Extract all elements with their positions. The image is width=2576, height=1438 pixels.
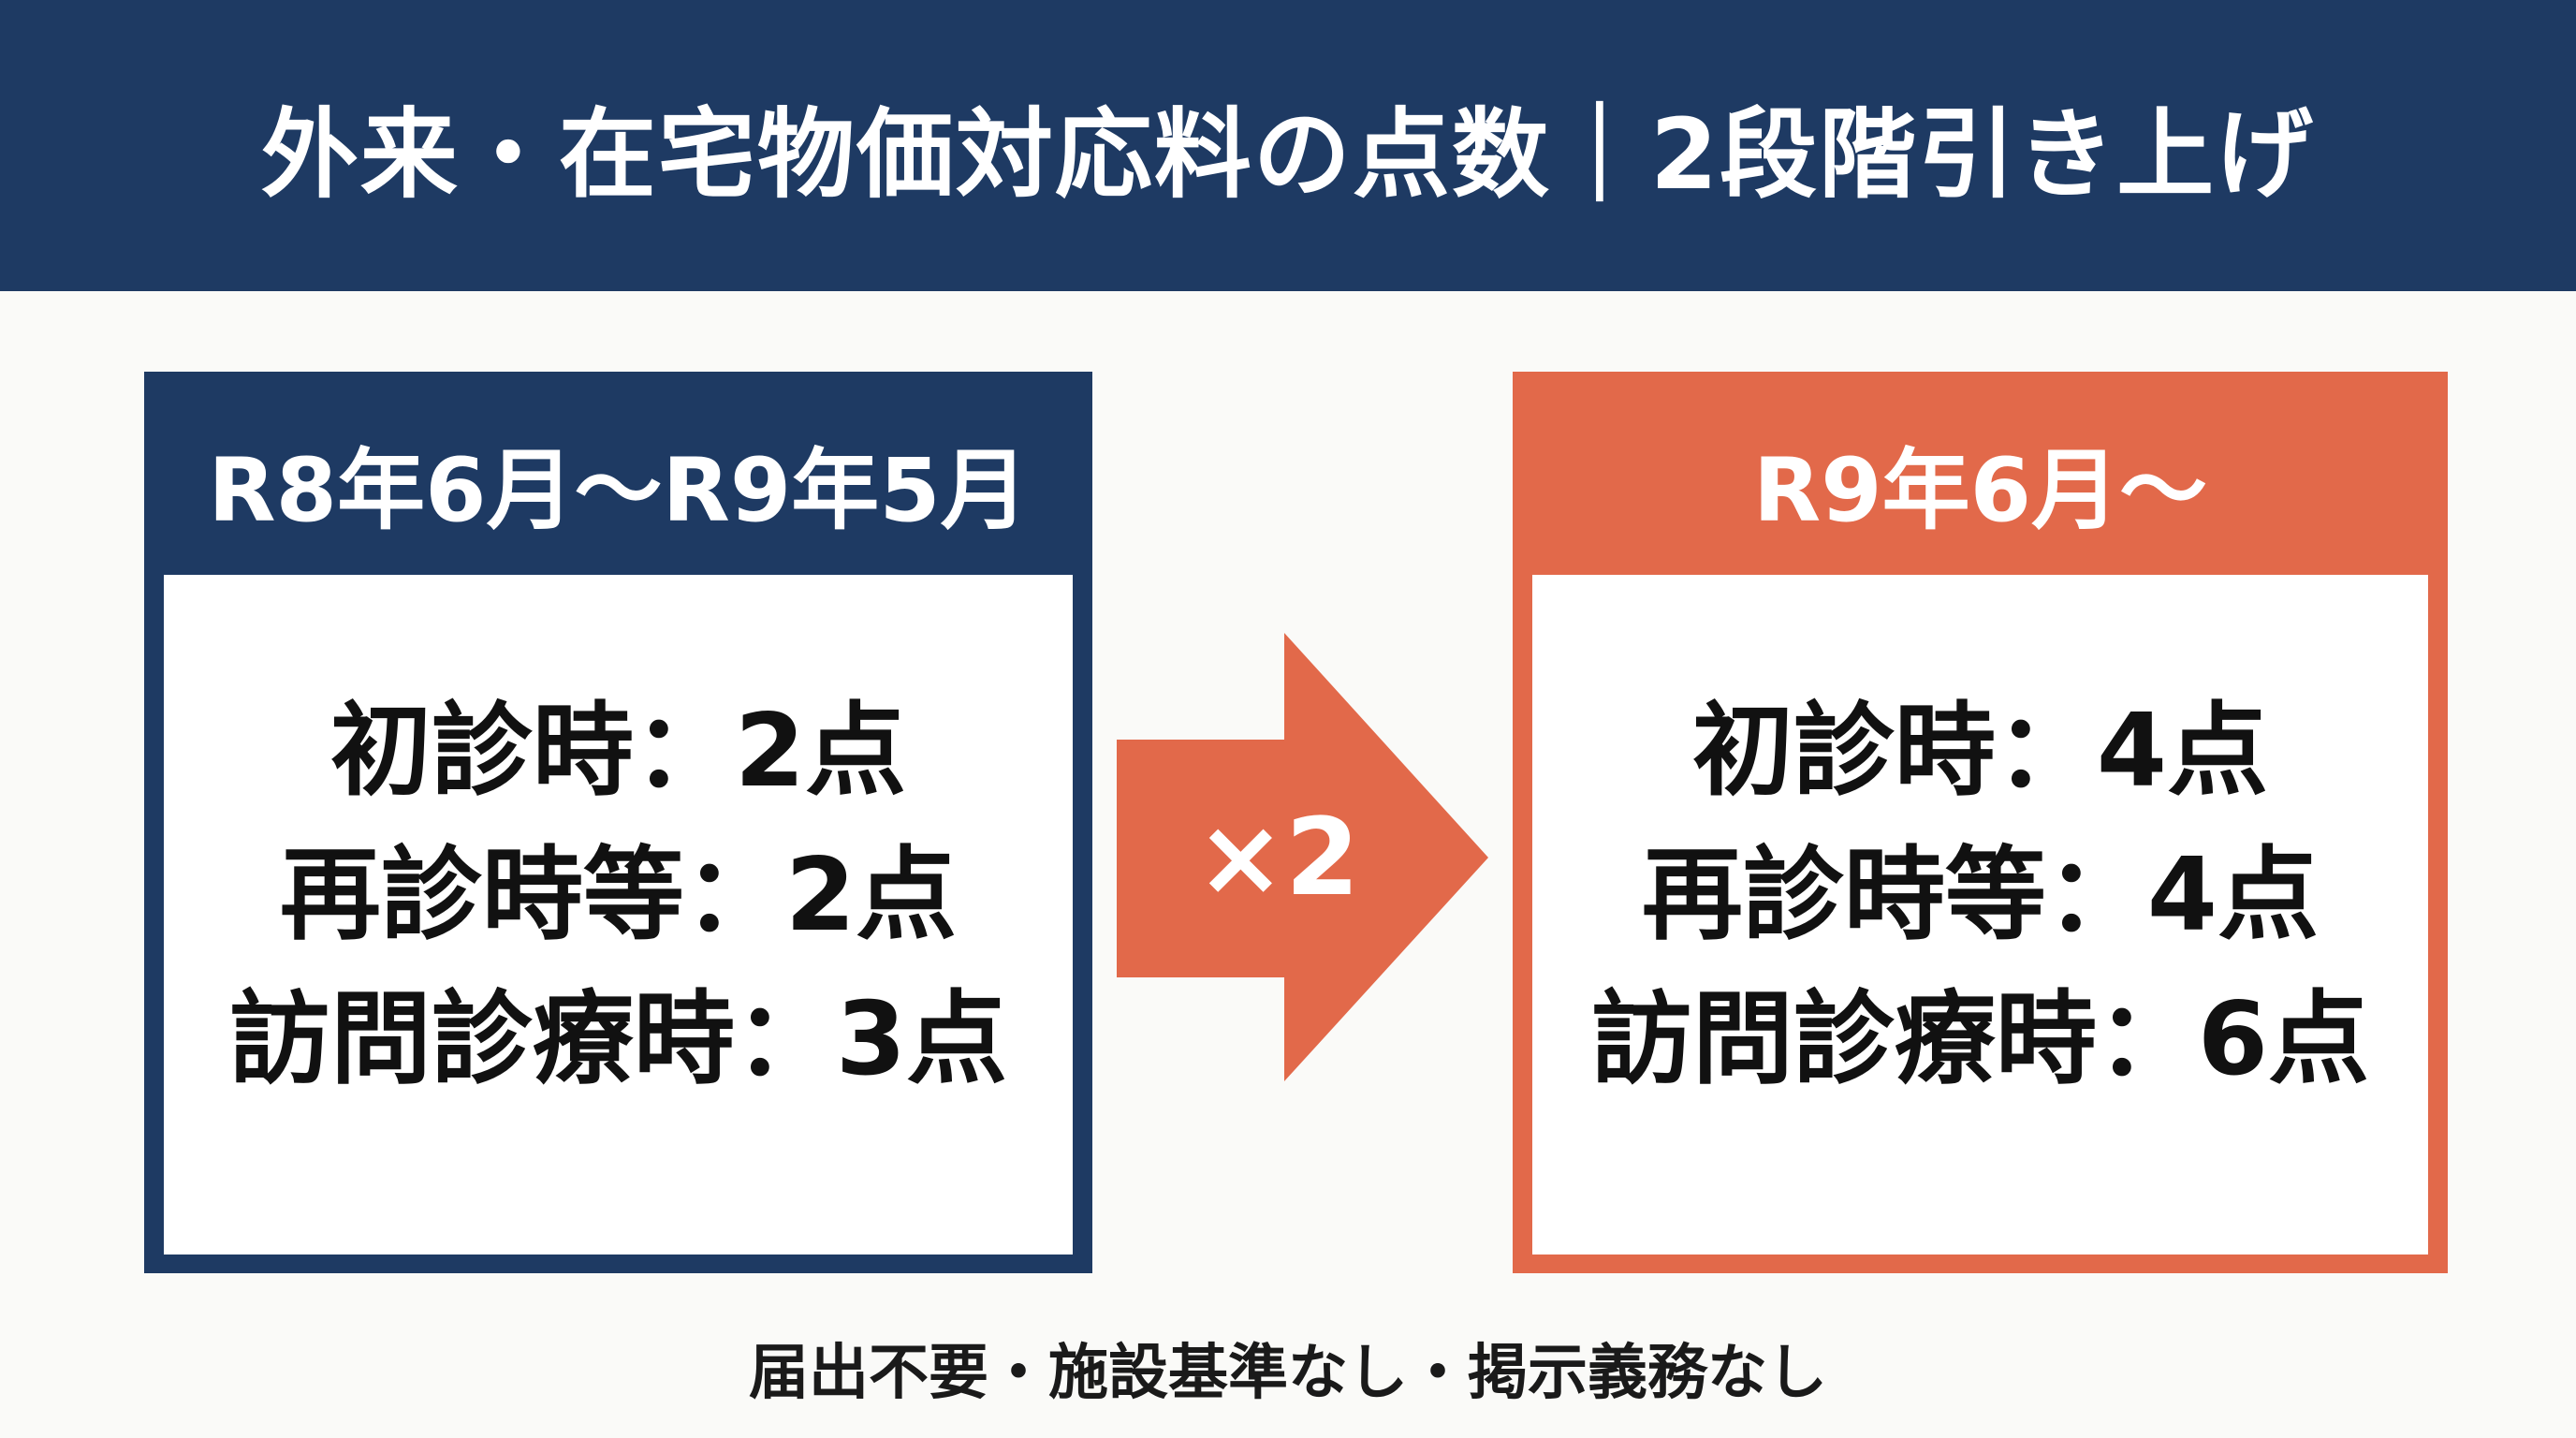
after-item-revisit: 再診時等：4点 xyxy=(1641,837,2320,954)
before-period-label: R8年6月〜R9年5月 xyxy=(208,440,1029,542)
right-arrow-icon xyxy=(1117,633,1488,1081)
after-period-label: R9年6月〜 xyxy=(1752,440,2208,542)
before-period-card: R8年6月〜R9年5月 初診時：2点 再診時等：2点 訪問診療時：3点 xyxy=(144,372,1092,1273)
title-banner: 外来・在宅物価対応料の点数｜2段階引き上げ xyxy=(0,0,2576,291)
after-points-list: 初診時：4点 再診時等：4点 訪問診療時：6点 xyxy=(1532,575,2428,1255)
after-item-home-visit: 訪問診療時：6点 xyxy=(1590,981,2370,1098)
footer-note: 届出不要・施設基準なし・掲示義務なし xyxy=(749,1339,1827,1408)
page-title: 外来・在宅物価対応料の点数｜2段階引き上げ xyxy=(260,97,2316,212)
multiplier-label: ×2 xyxy=(1195,795,1360,919)
before-item-first-visit: 初診時：2点 xyxy=(329,693,907,810)
before-points-list: 初診時：2点 再診時等：2点 訪問診療時：3点 xyxy=(164,575,1073,1255)
after-item-first-visit: 初診時：4点 xyxy=(1691,693,2269,810)
after-period-card: R9年6月〜 初診時：4点 再診時等：4点 訪問診療時：6点 xyxy=(1513,372,2448,1273)
before-item-home-visit: 訪問診療時：3点 xyxy=(228,981,1008,1098)
before-item-revisit: 再診時等：2点 xyxy=(279,837,958,954)
